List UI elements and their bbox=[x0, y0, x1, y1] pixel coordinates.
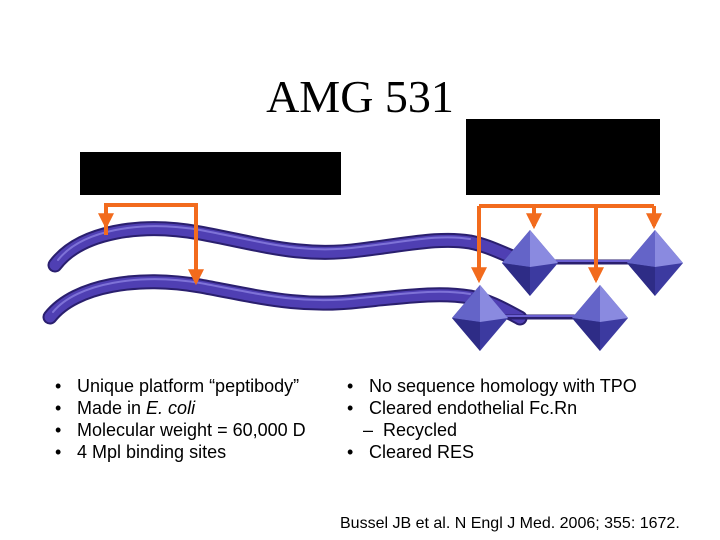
peptide-domain-2 bbox=[627, 230, 683, 296]
right-bullet-item: •Cleared endothelial Fc.Rn bbox=[347, 398, 578, 418]
left-bullet-item: •Molecular weight = 60,000 D bbox=[55, 420, 306, 440]
right-sub-bullet-item: –Recycled bbox=[363, 420, 458, 440]
arrow-bracket-right bbox=[471, 204, 662, 284]
slide-title: AMG 531 bbox=[266, 71, 454, 122]
peptide-domain-1 bbox=[502, 230, 558, 296]
right-bullet-item: •No sequence homology with TPO bbox=[347, 376, 637, 396]
peptide-domain-3 bbox=[452, 285, 508, 351]
right-bullet-item: •Cleared RES bbox=[347, 442, 475, 462]
fc-strand-top bbox=[47, 221, 660, 273]
citation: Bussel JB et al. N Engl J Med. 2006; 355… bbox=[340, 515, 680, 532]
peptibody-diagram bbox=[42, 203, 683, 351]
left-bullet-item: •Made in E. coli bbox=[55, 398, 196, 418]
arrow-bracket-left bbox=[98, 203, 204, 286]
left-bullet-item: •Unique platform “peptibody” bbox=[55, 376, 300, 396]
right-bullet-list: •No sequence homology with TPO •Cleared … bbox=[347, 375, 637, 463]
peptide-domain-4 bbox=[572, 285, 628, 351]
left-bullet-list: •Unique platform “peptibody” •Made in E.… bbox=[55, 375, 306, 463]
left-bullet-item: •4 Mpl binding sites bbox=[55, 442, 227, 462]
redacted-label-left bbox=[80, 152, 341, 195]
fc-strand-bottom bbox=[42, 274, 600, 326]
redacted-label-right bbox=[466, 119, 660, 195]
